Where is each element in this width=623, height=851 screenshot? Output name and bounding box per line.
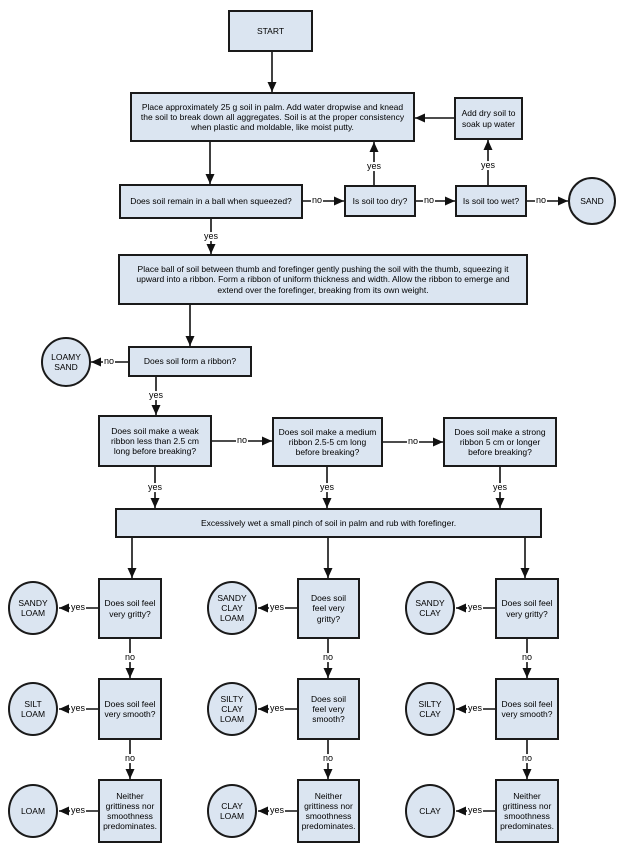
edge-label-yes: yes bbox=[69, 805, 87, 816]
q-too-dry-label: Is soil too dry? bbox=[352, 195, 408, 206]
add-dry-soil-box: Add dry soil to soak up water bbox=[454, 97, 523, 140]
q-smooth-col3-label: Does soil feel very smooth? bbox=[501, 698, 553, 719]
end-silty-clay-loam: SILTY CLAY LOAM bbox=[207, 682, 257, 736]
add-dry-soil-box-label: Add dry soil to soak up water bbox=[461, 108, 516, 129]
start-node-label: START bbox=[256, 25, 285, 36]
q-gritty-col1: Does soil feel very gritty? bbox=[98, 578, 162, 639]
edge-label-no: no bbox=[520, 652, 534, 663]
wet-rub-box-label: Excessively wet a small pinch of soil in… bbox=[200, 517, 457, 528]
q-form-ribbon: Does soil form a ribbon? bbox=[128, 346, 252, 377]
end-sandy-clay-loam-label: SANDY CLAY LOAM bbox=[217, 592, 247, 623]
q-smooth-col2: Does soil feel very smooth? bbox=[297, 678, 360, 740]
q-smooth-col3: Does soil feel very smooth? bbox=[495, 678, 559, 740]
edge-label-no: no bbox=[310, 195, 324, 206]
q-form-ribbon-label: Does soil form a ribbon? bbox=[143, 356, 237, 367]
q-neither-col2-label: Neither grittiness nor smoothness predom… bbox=[301, 790, 356, 832]
edge-label-no: no bbox=[321, 753, 335, 764]
end-sandy-clay-label: SANDY CLAY bbox=[415, 597, 445, 618]
q-gritty-col3: Does soil feel very gritty? bbox=[495, 578, 559, 639]
edge-label-yes: yes bbox=[69, 703, 87, 714]
edge-label-yes: yes bbox=[69, 602, 87, 613]
edge-label-no: no bbox=[321, 652, 335, 663]
edge-label-yes: yes bbox=[466, 805, 484, 816]
q-neither-col2: Neither grittiness nor smoothness predom… bbox=[297, 779, 360, 843]
edge-label-no: no bbox=[520, 753, 534, 764]
end-clay-label: CLAY bbox=[419, 805, 441, 816]
q-smooth-col1-label: Does soil feel very smooth? bbox=[104, 698, 156, 719]
edge-label-yes: yes bbox=[466, 703, 484, 714]
wet-rub-box: Excessively wet a small pinch of soil in… bbox=[115, 508, 542, 538]
end-clay: CLAY bbox=[405, 784, 455, 838]
edge-label-no: no bbox=[235, 435, 249, 446]
q-neither-col1: Neither grittiness nor smoothness predom… bbox=[98, 779, 162, 843]
q-neither-col1-label: Neither grittiness nor smoothness predom… bbox=[103, 790, 157, 832]
edge-label-yes: yes bbox=[318, 482, 336, 493]
edge-label-no: no bbox=[123, 753, 137, 764]
q-neither-col3-label: Neither grittiness nor smoothness predom… bbox=[500, 790, 554, 832]
q-strong-ribbon-label: Does soil make a strong ribbon 5 cm or l… bbox=[454, 426, 546, 457]
q-medium-ribbon: Does soil make a medium ribbon 2.5-5 cm … bbox=[272, 417, 383, 467]
end-sandy-clay: SANDY CLAY bbox=[405, 581, 455, 635]
prep-soil-ball-box: Place approximately 25 g soil in palm. A… bbox=[130, 92, 415, 142]
end-silt-loam: SILT LOAM bbox=[8, 682, 58, 736]
edge-label-no: no bbox=[422, 195, 436, 206]
end-silty-clay-label: SILTY CLAY bbox=[418, 698, 442, 719]
end-clay-loam-label: CLAY LOAM bbox=[219, 800, 245, 821]
edge-label-no: no bbox=[123, 652, 137, 663]
end-silty-clay-loam-label: SILTY CLAY LOAM bbox=[219, 693, 245, 724]
q-gritty-col1-label: Does soil feel very gritty? bbox=[104, 598, 156, 619]
prep-ribbon-box-label: Place ball of soil between thumb and for… bbox=[136, 264, 510, 295]
q-medium-ribbon-label: Does soil make a medium ribbon 2.5-5 cm … bbox=[278, 426, 377, 457]
end-loamy-sand: LOAMY SAND bbox=[41, 337, 91, 387]
prep-ribbon-box: Place ball of soil between thumb and for… bbox=[118, 254, 528, 305]
q-smooth-col1: Does soil feel very smooth? bbox=[98, 678, 162, 740]
end-clay-loam: CLAY LOAM bbox=[207, 784, 257, 838]
q-gritty-col2: Does soil feel very gritty? bbox=[297, 578, 360, 639]
edge-label-yes: yes bbox=[479, 160, 497, 171]
edge-label-yes: yes bbox=[491, 482, 509, 493]
end-loamy-sand-label: LOAMY SAND bbox=[51, 351, 81, 372]
edge-label-no: no bbox=[406, 436, 420, 447]
end-silty-clay: SILTY CLAY bbox=[405, 682, 455, 736]
end-sandy-loam: SANDY LOAM bbox=[8, 581, 58, 635]
edge-label-no: no bbox=[102, 356, 116, 367]
q-too-wet-label: Is soil too wet? bbox=[462, 195, 520, 206]
q-smooth-col2-label: Does soil feel very smooth? bbox=[311, 693, 346, 724]
end-sand-label: SAND bbox=[580, 195, 604, 206]
q-ball-when-squeezed-label: Does soil remain in a ball when squeezed… bbox=[130, 196, 292, 207]
edge-label-yes: yes bbox=[268, 602, 286, 613]
start-node: START bbox=[228, 10, 313, 52]
q-neither-col3: Neither grittiness nor smoothness predom… bbox=[495, 779, 559, 843]
prep-soil-ball-box-label: Place approximately 25 g soil in palm. A… bbox=[140, 101, 405, 132]
end-silt-loam-label: SILT LOAM bbox=[20, 698, 46, 719]
q-strong-ribbon: Does soil make a strong ribbon 5 cm or l… bbox=[443, 417, 557, 467]
edge-label-yes: yes bbox=[268, 805, 286, 816]
end-sand: SAND bbox=[568, 177, 616, 225]
edge-label-yes: yes bbox=[146, 482, 164, 493]
end-loam-label: LOAM bbox=[20, 805, 46, 816]
edge-label-no: no bbox=[534, 195, 548, 206]
edge-label-yes: yes bbox=[466, 602, 484, 613]
q-too-dry: Is soil too dry? bbox=[344, 185, 416, 217]
q-gritty-col3-label: Does soil feel very gritty? bbox=[501, 598, 553, 619]
edge-label-yes: yes bbox=[202, 231, 220, 242]
edge-label-yes: yes bbox=[365, 161, 383, 172]
q-weak-ribbon: Does soil make a weak ribbon less than 2… bbox=[98, 415, 212, 467]
q-ball-when-squeezed: Does soil remain in a ball when squeezed… bbox=[119, 184, 303, 219]
q-weak-ribbon-label: Does soil make a weak ribbon less than 2… bbox=[111, 425, 199, 456]
edge-label-yes: yes bbox=[147, 390, 165, 401]
q-gritty-col2-label: Does soil feel very gritty? bbox=[311, 593, 346, 624]
q-too-wet: Is soil too wet? bbox=[455, 185, 527, 217]
end-sandy-clay-loam: SANDY CLAY LOAM bbox=[207, 581, 257, 635]
end-sandy-loam-label: SANDY LOAM bbox=[18, 597, 48, 618]
edge-label-yes: yes bbox=[268, 703, 286, 714]
end-loam: LOAM bbox=[8, 784, 58, 838]
